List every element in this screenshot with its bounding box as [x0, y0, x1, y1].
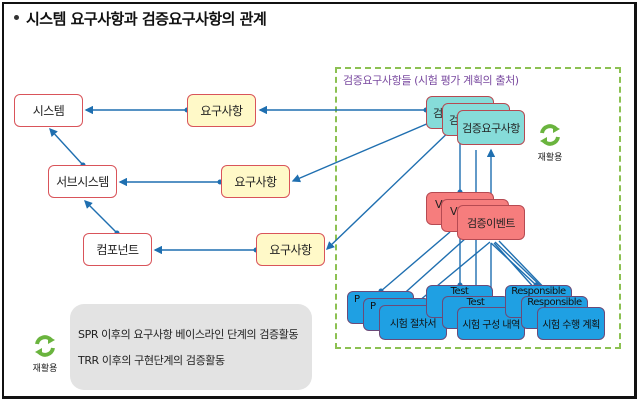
connector-vreq-req3: [325, 123, 458, 250]
connector-event-test1: [380, 231, 451, 292]
verification-event-node: 검증이벤트: [457, 205, 525, 240]
legend-line-spr: SPR 이후의 요구사항 베이스라인 단계의 검증활동: [78, 328, 299, 341]
connector-event-test3: [412, 241, 491, 307]
connector-subsystem-system: [49, 127, 84, 166]
legend-reuse-label: 재활용: [32, 364, 58, 374]
connector-component-subsystem: [84, 200, 118, 234]
verification-requirement-node: 검증요구사항: [457, 110, 525, 145]
legend-panel: SPR 이후의 요구사항 베이스라인 단계의 검증활동 TRR 이후의 구현단계…: [70, 304, 312, 390]
reuse-label: 재활용: [537, 153, 563, 163]
slide-title-text: 시스템 요구사항과 검증요구사항의 관계: [26, 10, 267, 28]
requirement-node-1: 요구사항: [187, 94, 256, 127]
connector-event-test2: [397, 237, 467, 300]
reuse-indicator-top: 재활용: [537, 122, 563, 163]
reuse-cycle-icon: [540, 124, 560, 146]
verification-region-title: 검증요구사항들 (시험 평가 계획의 출처): [343, 74, 519, 87]
legend-reuse-indicator: 재활용: [32, 333, 58, 374]
requirement-node-2: 요구사항: [221, 165, 290, 198]
requirement-node-3: 요구사항: [256, 233, 325, 266]
legend-line-trr: TRR 이후의 구현단계의 검증활동: [78, 354, 225, 367]
system-node: 시스템: [14, 94, 83, 127]
bullet-icon: [14, 15, 19, 20]
slide-title: 시스템 요구사항과 검증요구사항의 관계: [14, 8, 267, 29]
test-execution-node: 시험 수행 계획: [537, 307, 605, 340]
reuse-cycle-icon: [35, 335, 55, 357]
connector-event-test8: [494, 241, 548, 293]
subsystem-node: 서브시스템: [48, 165, 117, 198]
component-node: 컴포넌트: [83, 233, 152, 266]
connector-vreq-req2: [291, 116, 444, 183]
verification-region: [335, 67, 621, 349]
